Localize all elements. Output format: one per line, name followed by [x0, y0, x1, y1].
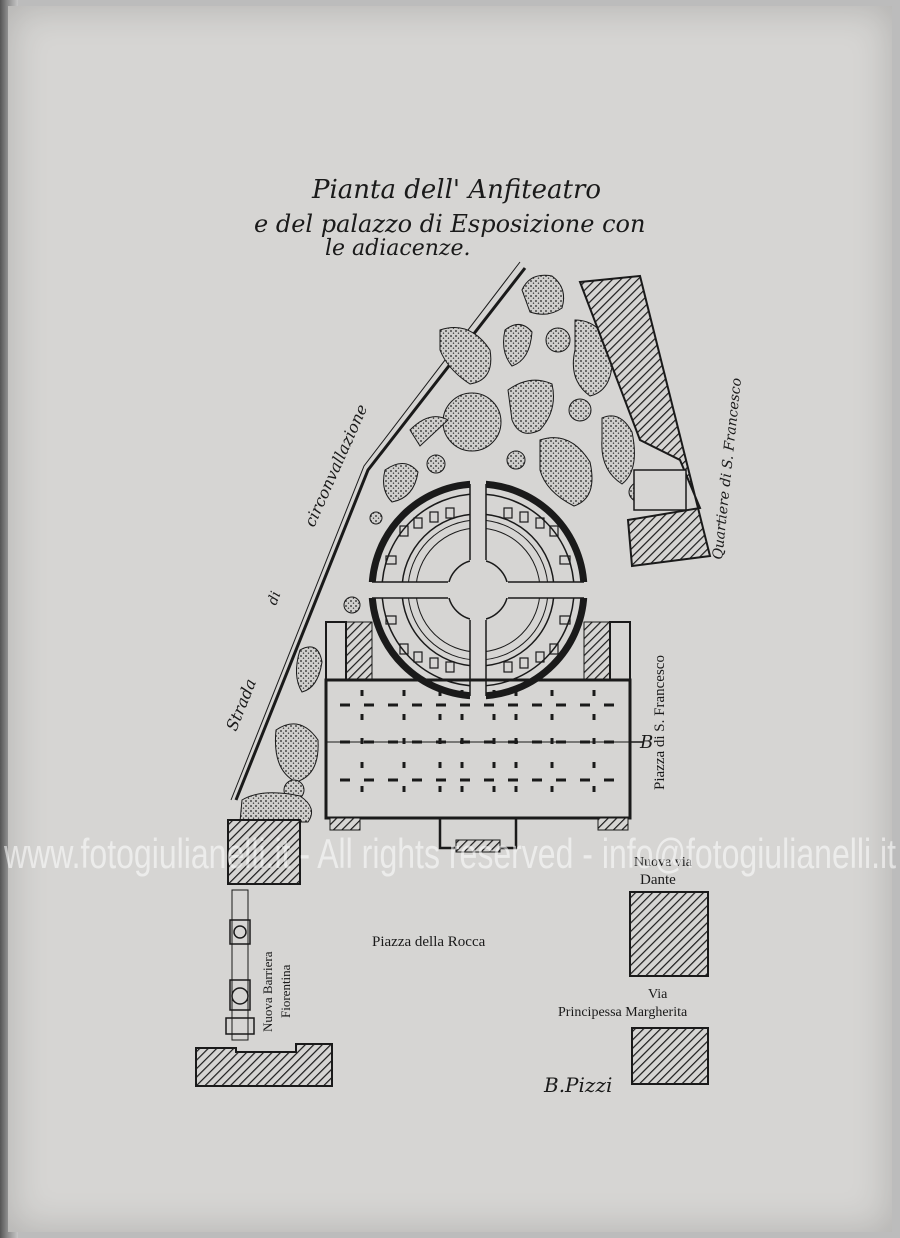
signature: B.Pizzi	[543, 1073, 612, 1097]
label-quartiere: Quartiere di S. Francesco	[710, 377, 745, 560]
city-blocks	[195, 819, 709, 1087]
label-di: di	[265, 589, 285, 607]
label-nuova-via: Nuova via	[634, 855, 693, 870]
label-piazza-rocca: Piazza della Rocca	[372, 934, 486, 950]
map-title: Pianta dell' Anfiteatro e del palazzo di…	[254, 175, 645, 261]
title-line-1: Pianta dell' Anfiteatro	[311, 175, 601, 205]
marker-b-label: B	[639, 732, 653, 753]
quartiere-building	[578, 274, 712, 568]
place-labels: circonvallazione di Strada Quartiere di …	[222, 377, 745, 1032]
side-stairs	[325, 621, 631, 681]
label-nuova-barriera: Nuova Barriera	[260, 951, 275, 1032]
label-dante: Dante	[640, 872, 676, 888]
section-marker-b: B	[630, 732, 653, 753]
watermark: www.fotogiulianelli.it - All rights rese…	[3, 830, 896, 877]
label-via: Via	[648, 987, 668, 1002]
garden-shrubs	[239, 274, 680, 823]
exposition-palace	[324, 678, 632, 853]
barriera-fiorentina	[225, 889, 255, 1041]
paper-sheet	[8, 6, 892, 1232]
label-margherita: Principessa Margherita	[558, 1005, 688, 1020]
title-line-3: le adiacenze.	[325, 236, 471, 261]
label-circonvallazione: circonvallazione	[300, 401, 371, 529]
label-strada: Strada	[222, 676, 260, 734]
label-piazza-francesco: Piazza di S. Francesco	[652, 655, 668, 790]
amphitheatre	[368, 480, 588, 700]
title-line-2: e del palazzo di Esposizione con	[254, 210, 645, 238]
label-fiorentina: Fiorentina	[278, 964, 293, 1018]
